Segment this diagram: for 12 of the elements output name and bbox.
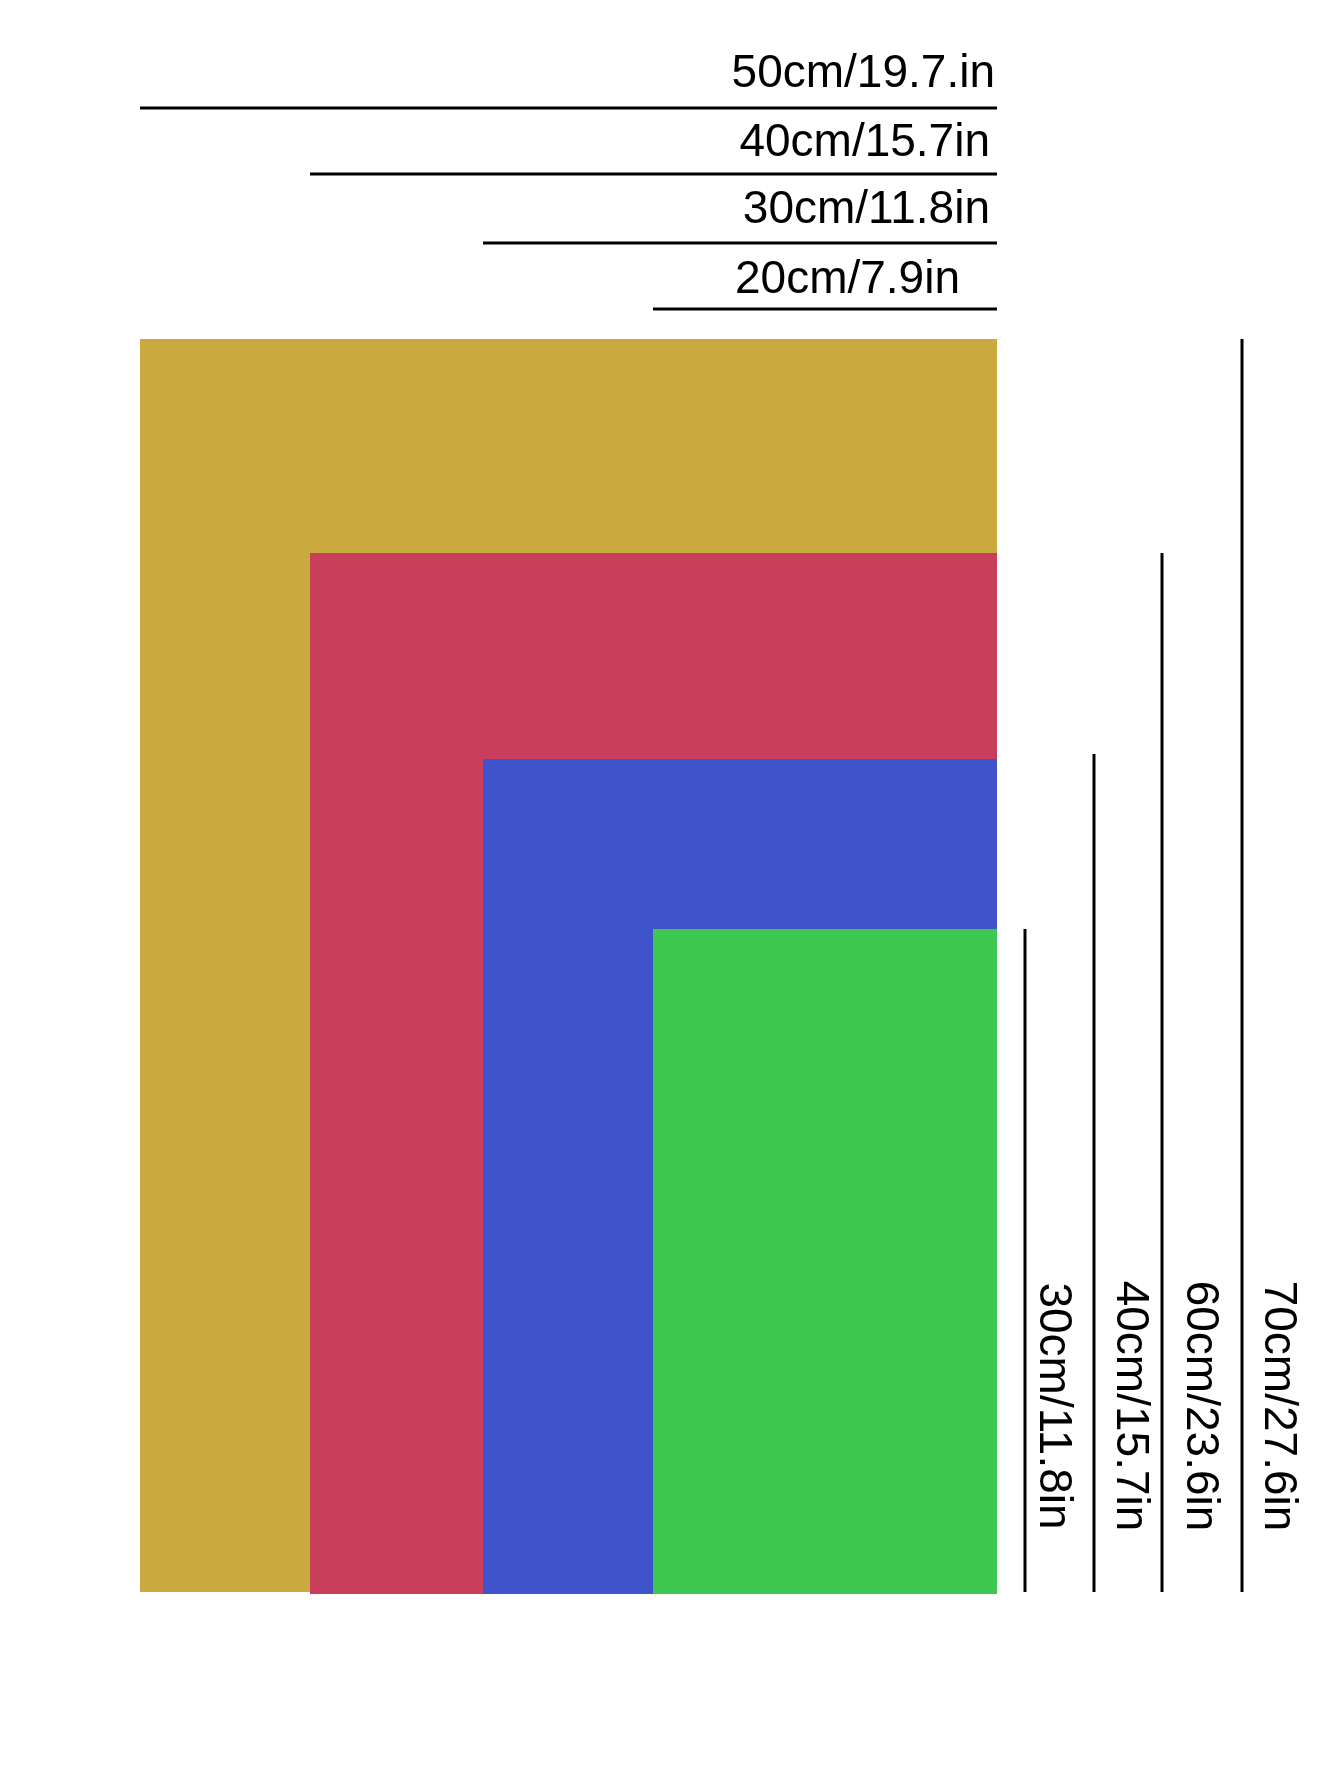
dimension-label: 50cm/19.7.in: [731, 48, 995, 94]
size-rectangle: [310, 553, 997, 1594]
size-rectangle: [653, 929, 997, 1594]
dimension-label: 40cm/15.7in: [1110, 1280, 1156, 1532]
dimension-label: 30cm/11.8in: [742, 184, 990, 230]
size-rectangle: [140, 339, 997, 1592]
dimension-label: 20cm/7.9in: [735, 254, 960, 300]
dimension-label: 30cm/11.8in: [1033, 1282, 1079, 1530]
size-rectangle: [483, 759, 997, 1594]
dimension-label: 40cm/15.7in: [739, 117, 990, 163]
dimension-label: 70cm/27.6in: [1258, 1280, 1304, 1532]
dimension-label: 60cm/23.6in: [1180, 1280, 1226, 1532]
